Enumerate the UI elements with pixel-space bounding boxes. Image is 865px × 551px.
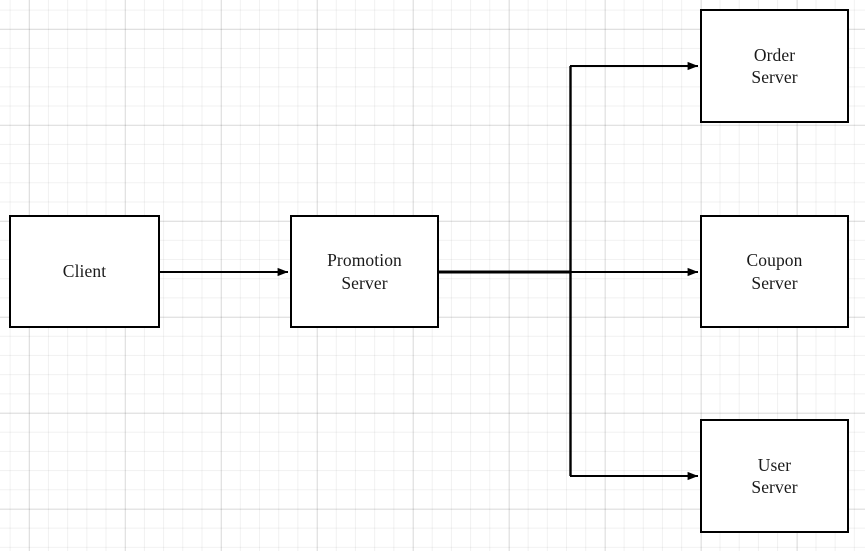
node-coupon-server[interactable]: Coupon Server (700, 215, 849, 328)
node-coupon-server-label: Coupon Server (746, 250, 803, 293)
node-order-server[interactable]: Order Server (700, 9, 849, 123)
node-client[interactable]: Client (9, 215, 160, 328)
node-client-label: Client (62, 261, 107, 282)
node-order-server-label: Order Server (751, 44, 798, 87)
node-user-server[interactable]: User Server (700, 419, 849, 533)
node-promotion-server-label: Promotion Server (327, 250, 402, 293)
node-promotion-server[interactable]: Promotion Server (290, 215, 439, 328)
node-user-server-label: User Server (751, 454, 798, 497)
